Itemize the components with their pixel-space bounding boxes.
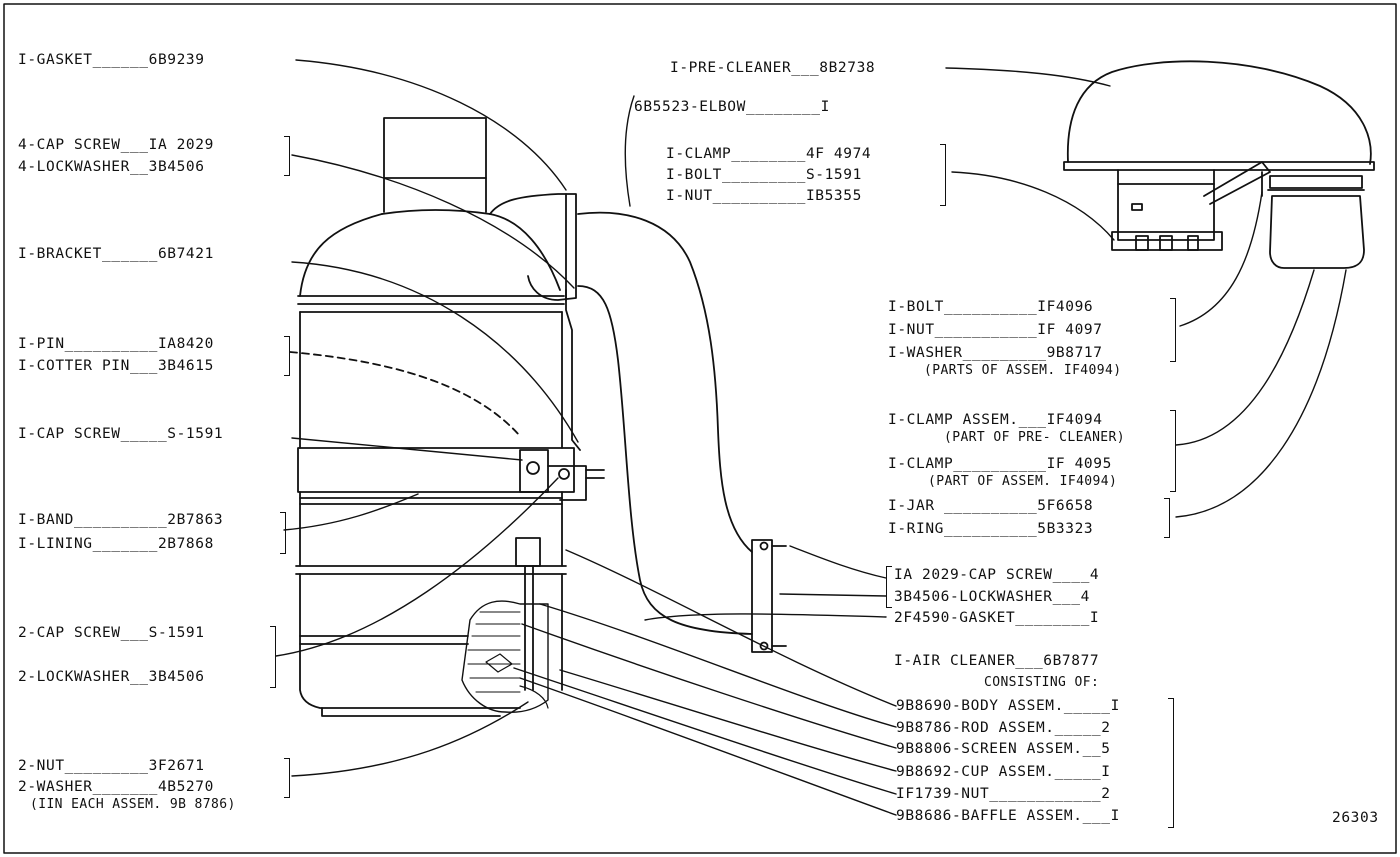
leader-lines	[275, 59, 1347, 816]
brace-consisting	[1168, 698, 1174, 828]
label-air-cleaner: I-AIR CLEANER___6B7877	[894, 653, 1100, 669]
label-lockwasher-right: 3B4506-LOCKWASHER___4	[894, 589, 1090, 605]
label-screen-assem: 9B8806-SCREEN ASSEM.__5	[896, 741, 1111, 757]
label-consisting: CONSISTING OF:	[984, 675, 1100, 690]
label-pre-cleaner: I-PRE-CLEANER___8B2738	[670, 60, 876, 76]
label-nut-2: 2-NUT_________3F2671	[18, 758, 205, 774]
label-ring: I-RING__________5B3323	[888, 521, 1094, 537]
brace-cap-screw-4	[284, 136, 290, 176]
label-cup-assem: 9B8692-CUP ASSEM._____I	[896, 764, 1111, 780]
label-bolt-if: I-BOLT__________IF4096	[888, 299, 1094, 315]
brace-cap-screw-2	[270, 626, 276, 688]
brace-cap-screw-right	[886, 566, 892, 608]
label-nut-1b: I-NUT__________IB5355	[666, 188, 862, 204]
label-lockwasher-4: 4-LOCKWASHER__3B4506	[18, 159, 205, 175]
figure-frame	[3, 3, 1397, 854]
label-pin: I-PIN__________IA8420	[18, 336, 214, 352]
label-gasket-top: I-GASKET______6B9239	[18, 52, 205, 68]
label-elbow: 6B5523-ELBOW________I	[634, 99, 830, 115]
elbow	[577, 211, 787, 653]
label-clamp-4f: I-CLAMP________4F 4974	[666, 146, 872, 162]
label-nut-if: I-NUT___________IF 4097	[888, 322, 1103, 338]
label-nut-consist: IF1739-NUT____________2	[896, 786, 1111, 802]
brace-jar	[1164, 498, 1170, 538]
pre-cleaner	[1063, 60, 1375, 269]
label-clamp-if: I-CLAMP__________IF 4095	[888, 456, 1112, 472]
brace-pin	[284, 336, 290, 376]
label-jar: I-JAR __________5F6658	[888, 498, 1094, 514]
label-rod-assem: 9B8786-ROD ASSEM._____2	[896, 720, 1111, 736]
brace-nut-2	[284, 758, 290, 798]
label-clamp-assem: I-CLAMP ASSEM.___IF4094	[888, 412, 1103, 428]
label-bracket: I-BRACKET______6B7421	[18, 246, 214, 262]
label-band: I-BAND__________2B7863	[18, 512, 224, 528]
brace-bolt-if	[1170, 298, 1176, 362]
label-washer-2-note: (IIN EACH ASSEM. 9B 8786)	[30, 797, 236, 812]
label-baffle-assem: 9B8686-BAFFLE ASSEM.___I	[896, 808, 1120, 824]
label-cap-screw-2: 2-CAP SCREW___S-1591	[18, 625, 205, 641]
label-parts-of-assem: (PARTS OF ASSEM. IF4094)	[924, 363, 1122, 378]
label-lining: I-LINING_______2B7868	[18, 536, 214, 552]
air-cleaner-body	[289, 117, 605, 717]
label-washer-9b: I-WASHER_________9B8717	[888, 345, 1103, 361]
label-body-assem: 9B8690-BODY ASSEM._____I	[896, 698, 1120, 714]
label-cotter-pin: I-COTTER PIN___3B4615	[18, 358, 214, 374]
brace-clamp-4f	[940, 144, 946, 206]
label-cap-screw-right: IA 2029-CAP SCREW____4	[894, 567, 1100, 583]
label-lockwasher-2: 2-LOCKWASHER__3B4506	[18, 669, 205, 685]
label-part-of-assem: (PART OF ASSEM. IF4094)	[928, 474, 1118, 489]
brace-clamp-assem	[1170, 410, 1176, 492]
label-gasket-right: 2F4590-GASKET________I	[894, 610, 1100, 626]
label-cap-screw-4: 4-CAP SCREW___IA 2029	[18, 137, 214, 153]
label-washer-2: 2-WASHER_______4B5270	[18, 779, 214, 795]
label-cap-screw-1: I-CAP SCREW_____S-1591	[18, 426, 224, 442]
label-bolt-s: I-BOLT_________S-1591	[666, 167, 862, 183]
brace-band	[280, 512, 286, 554]
label-part-of-pre-cleaner: (PART OF PRE- CLEANER)	[944, 430, 1125, 445]
figure-number: 26303	[1332, 810, 1379, 826]
